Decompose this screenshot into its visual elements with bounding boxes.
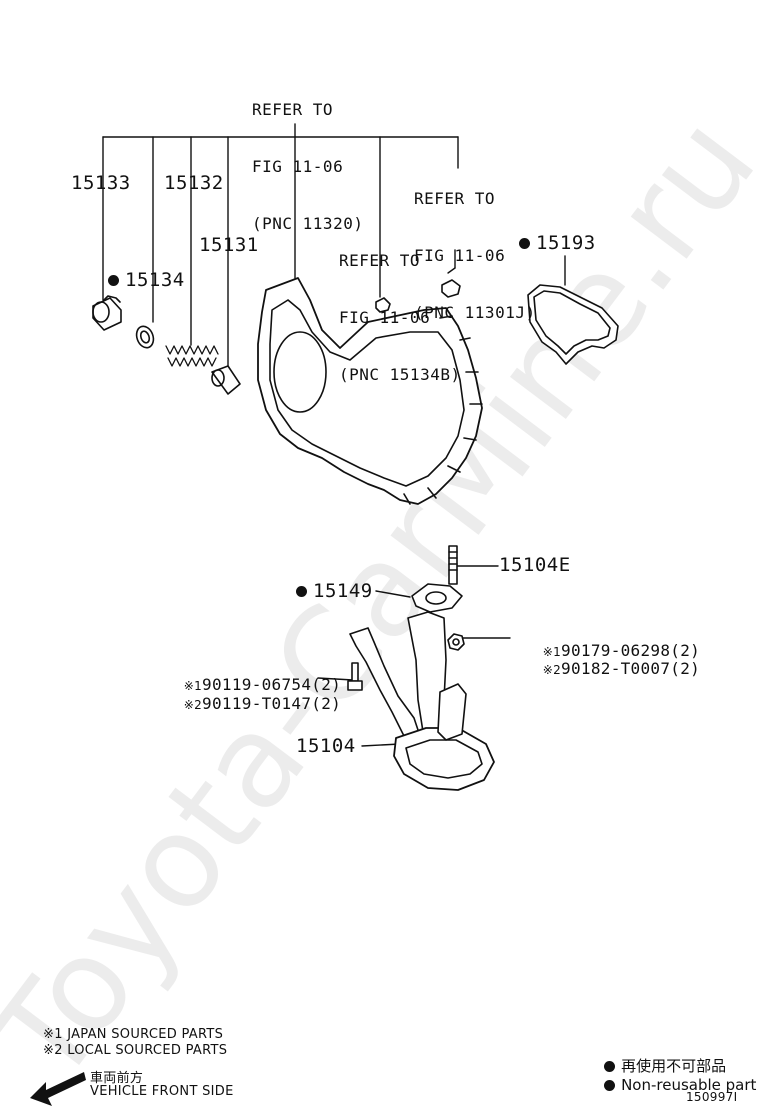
gasket-15193: [527, 284, 619, 365]
non-reusable-dot-icon: [296, 586, 307, 597]
leader-lines: [102, 123, 566, 747]
flange-bolt: [347, 662, 363, 691]
non-reusable-dot-icon: [108, 275, 119, 286]
mark-2: ※2: [542, 663, 562, 677]
breather-plug: [441, 279, 461, 298]
nut-japan-label: ※190179-06298(2): [542, 641, 701, 660]
front-label-jp: 車両前方: [90, 1071, 144, 1086]
part-label-15193: 15193: [519, 232, 596, 254]
oring-15134: [135, 325, 155, 349]
non-reusable-dot-icon: [519, 238, 530, 249]
part-label-15134: 15134: [108, 269, 185, 291]
non-reusable-dot-icon: [604, 1061, 616, 1072]
reference-11301j: REFER TO FIG 11-06 (PNC 11301J): [414, 189, 536, 322]
case-plug: [375, 297, 391, 313]
figure-id: 150997I: [686, 1090, 738, 1104]
non-reusable-dot-icon: [604, 1080, 616, 1091]
valve-15131: [211, 365, 241, 395]
oil-strainer-15104: [349, 611, 495, 791]
reference-15134b: REFER TO FIG 11-06 (PNC 15134B): [339, 251, 461, 384]
mark-1: ※1: [183, 679, 203, 693]
nut-local-label: ※290182-T0007(2): [542, 659, 701, 678]
plug-15133: [92, 295, 122, 331]
part-label-15131: 15131: [199, 234, 259, 256]
note-local-sourced: ※2 LOCAL SOURCED PARTS: [43, 1043, 228, 1058]
front-arrow-icon: [30, 1072, 86, 1106]
bolt-local-label: ※290119-T0147(2): [183, 694, 342, 713]
gasket-15149: [411, 583, 463, 613]
part-label-15132: 15132: [164, 172, 224, 194]
transmission-case: [257, 277, 483, 505]
stud-15104e: [448, 545, 458, 585]
part-label-15133: 15133: [71, 172, 131, 194]
mark-2: ※2: [183, 698, 203, 712]
flange-nut: [447, 633, 465, 651]
part-label-15104: 15104: [296, 735, 356, 757]
spring-15132: [165, 345, 219, 367]
mark-1: ※1: [542, 645, 562, 659]
front-label-en: VEHICLE FRONT SIDE: [90, 1084, 234, 1099]
bolt-japan-label: ※190119-06754(2): [183, 675, 342, 694]
legend-non-reusable-en: Non-reusable part: [585, 1058, 756, 1112]
note-japan-sourced: ※1 JAPAN SOURCED PARTS: [43, 1027, 224, 1042]
part-label-15104e: 15104E: [499, 554, 571, 576]
reference-11320: REFER TO FIG 11-06 (PNC 11320): [252, 100, 364, 233]
part-label-15149: 15149: [296, 580, 373, 602]
legend-non-reusable-jp: 再使用不可部品: [585, 1037, 726, 1094]
